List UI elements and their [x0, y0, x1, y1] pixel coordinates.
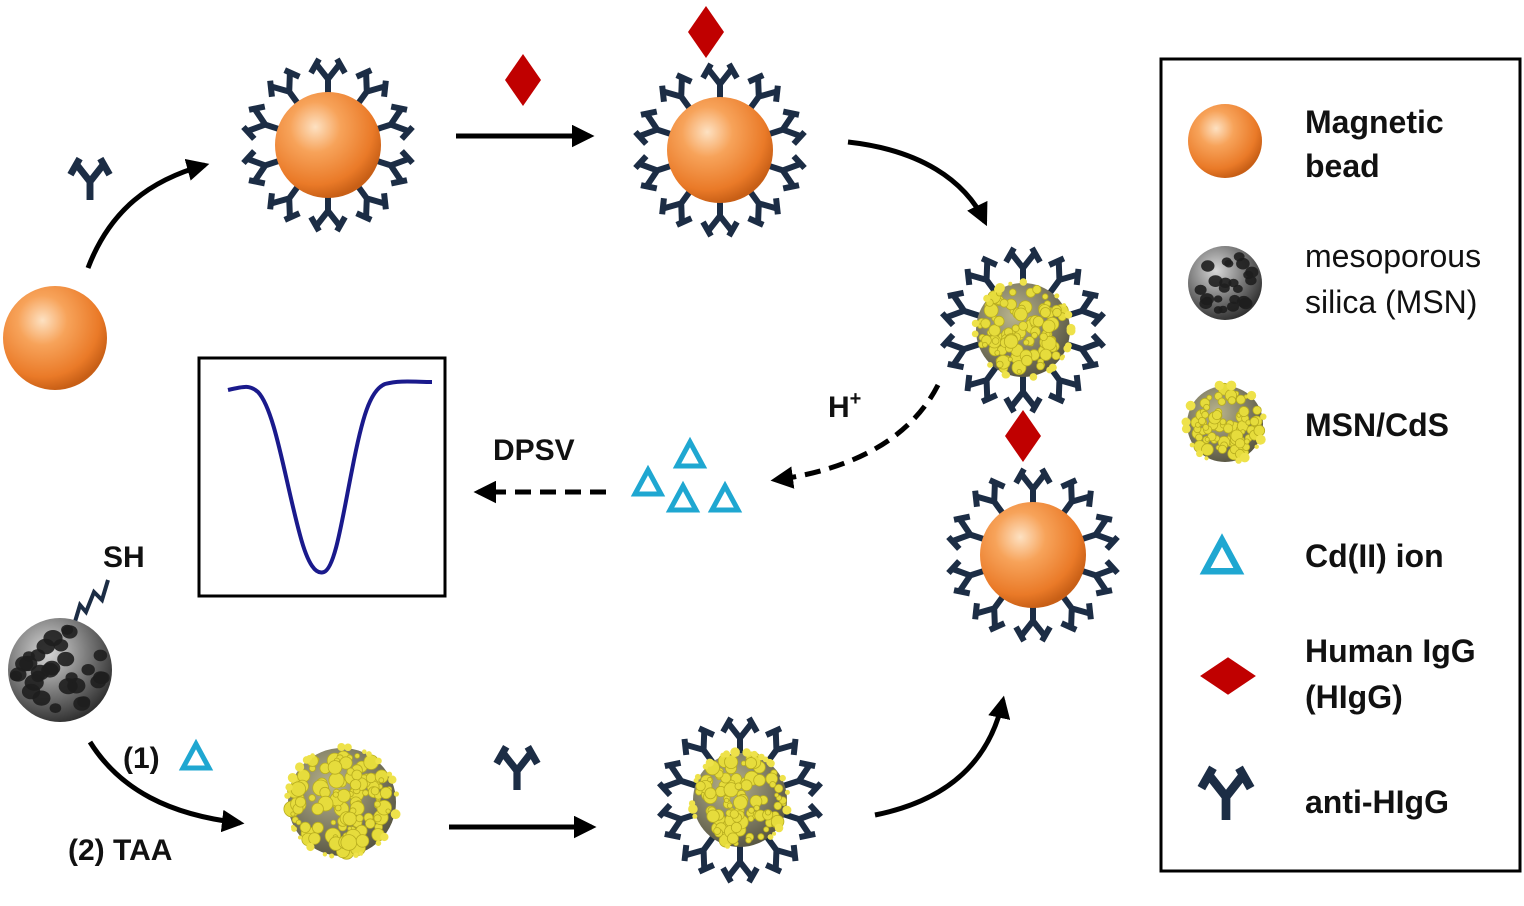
anti-higg-reagent-top [70, 159, 109, 200]
legend-msn: mesoporous silica (MSN) [1305, 238, 1490, 320]
thiol-linker [72, 579, 110, 626]
human-igg-reagent [505, 54, 541, 106]
antibody [703, 64, 737, 100]
bound-antigen-top [688, 6, 724, 58]
cd-ion-reagent [183, 744, 209, 768]
step1-label: (1) [123, 742, 160, 775]
dpsv-voltammogram [197, 356, 447, 598]
antibody-coated-bead-1 [241, 59, 415, 231]
antibody [1016, 469, 1050, 505]
antibody [311, 195, 345, 231]
antibody [311, 59, 345, 95]
msn-cds-antibody-label [940, 248, 1106, 412]
arrow-bead-to-conjugate [85, 158, 210, 269]
antibody-coated-bead-2 [633, 64, 807, 236]
legend-anti-higg: anti-HIgG [1305, 784, 1449, 820]
dpsv-label: DPSV [493, 434, 575, 467]
msn-cds-antibody-conjugate [657, 718, 823, 882]
legend-higg: Human IgG (HIgG) [1305, 633, 1485, 715]
released-cd-ions [635, 442, 738, 510]
msn-cds-particle [283, 743, 401, 860]
legend-msn-cds: MSN/CdS [1305, 407, 1449, 443]
arrow-to-sandwich [847, 139, 988, 227]
msn-icon [1188, 246, 1262, 320]
anti-higg-reagent-bottom [497, 747, 538, 790]
mesoporous-silica-start [8, 618, 112, 722]
magnetic-bead-icon [1188, 104, 1262, 178]
antibody [1016, 605, 1050, 641]
sh-label: SH [103, 541, 145, 574]
antibody-coated-bead-3 [946, 469, 1120, 641]
magnetic-bead-start [3, 286, 107, 390]
arrow-to-sandwich-bottom [874, 695, 1011, 818]
h-plus-label: H+ [828, 388, 861, 424]
arrow-cds-growth [87, 740, 245, 833]
antibody [723, 846, 757, 882]
antibody [703, 200, 737, 236]
msn-cds-icon [1181, 380, 1267, 464]
step2-label: (2) TAA [68, 834, 172, 867]
antibody [1006, 376, 1040, 412]
bound-antigen-sandwich [1005, 410, 1041, 462]
legend: Magnetic bead mesoporous silica (MSN) MS… [1159, 57, 1522, 873]
antibody [723, 718, 757, 754]
legend-magnetic-bead: Magnetic bead [1305, 104, 1453, 184]
legend-cd-ion: Cd(II) ion [1305, 538, 1444, 574]
